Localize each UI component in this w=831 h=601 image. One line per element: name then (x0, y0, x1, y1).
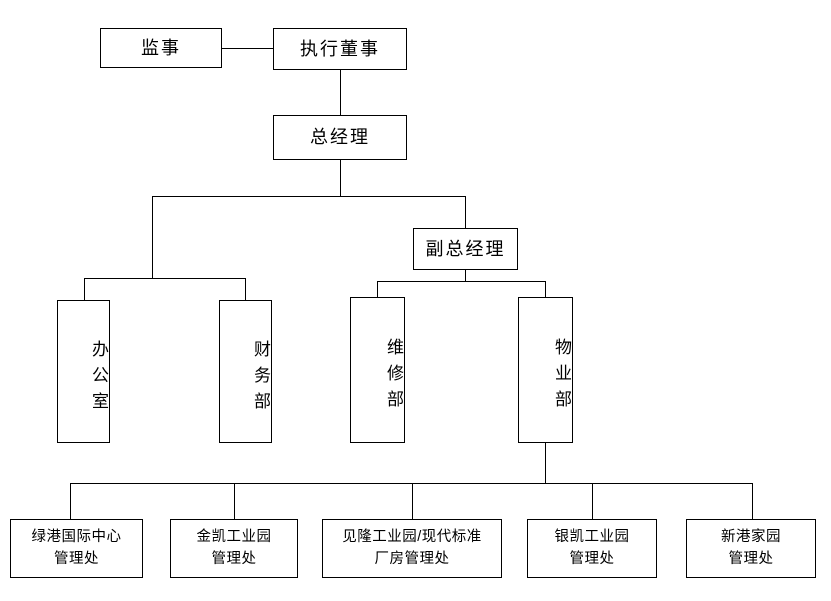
node-office-lvgang-line2: 管理处 (54, 550, 99, 567)
connector-executive-director-to-general-manager (340, 70, 341, 115)
connector-drop-to-office-xingang (752, 483, 753, 519)
node-maintenance-dept[interactable]: 维修部 (350, 297, 405, 443)
connector-left-branch-drop (152, 196, 153, 278)
connector-management-offices-bus (70, 483, 752, 484)
node-office-jinkai-line2: 管理处 (211, 550, 257, 567)
connector-drop-to-property-dept (545, 281, 546, 297)
connector-right-branch-drop (465, 196, 466, 228)
node-office-xingang-line1: 新港家园 (721, 529, 781, 546)
node-office-yinkai[interactable]: 银凯工业园 管理处 (527, 519, 657, 578)
node-finance-dept[interactable]: 财务部 (219, 300, 272, 443)
node-office-xingang[interactable]: 新港家园 管理处 (686, 519, 816, 578)
node-supervisor[interactable]: 监事 (100, 28, 222, 68)
connector-maintenance-property-bus (377, 281, 546, 282)
node-deputy-general-manager[interactable]: 副总经理 (413, 228, 518, 270)
node-office-yinkai-line1: 银凯工业园 (554, 529, 630, 546)
node-office-jianlong[interactable]: 见隆工业园/现代标准 厂房管理处 (322, 519, 502, 578)
node-office-yinkai-line2: 管理处 (569, 550, 615, 567)
node-office-jinkai[interactable]: 金凯工业园 管理处 (170, 519, 298, 578)
node-office[interactable]: 办公室 (57, 300, 110, 443)
node-property-dept[interactable]: 物业部 (518, 297, 573, 443)
connector-drop-to-finance-dept (245, 278, 246, 300)
connector-property-dept-drop (545, 443, 546, 483)
node-executive-director[interactable]: 执行董事 (273, 28, 407, 70)
node-office-lvgang-line1: 绿港国际中心 (31, 529, 122, 546)
node-office-xingang-line2: 管理处 (728, 550, 774, 567)
connector-drop-to-office-yinkai (592, 483, 593, 519)
node-office-lvgang[interactable]: 绿港国际中心 管理处 (10, 519, 143, 578)
connector-general-manager-drop (340, 160, 341, 197)
connector-drop-to-office-jianlong (412, 483, 413, 519)
connector-drop-to-office-lvgang (70, 483, 71, 519)
connector-drop-to-maintenance-dept (377, 281, 378, 297)
connector-drop-to-office-jinkai (234, 483, 235, 519)
node-general-manager[interactable]: 总经理 (273, 115, 407, 160)
node-office-jianlong-line2: 厂房管理处 (374, 550, 450, 567)
connector-office-finance-bus (84, 278, 246, 279)
connector-supervisor-to-executive-director (222, 48, 273, 49)
node-office-jinkai-line1: 金凯工业园 (196, 529, 272, 546)
connector-general-manager-bus (152, 196, 466, 197)
node-office-jianlong-line1: 见隆工业园/现代标准 (342, 529, 482, 546)
connector-drop-to-office (84, 278, 85, 300)
connector-deputy-general-manager-drop (465, 270, 466, 281)
